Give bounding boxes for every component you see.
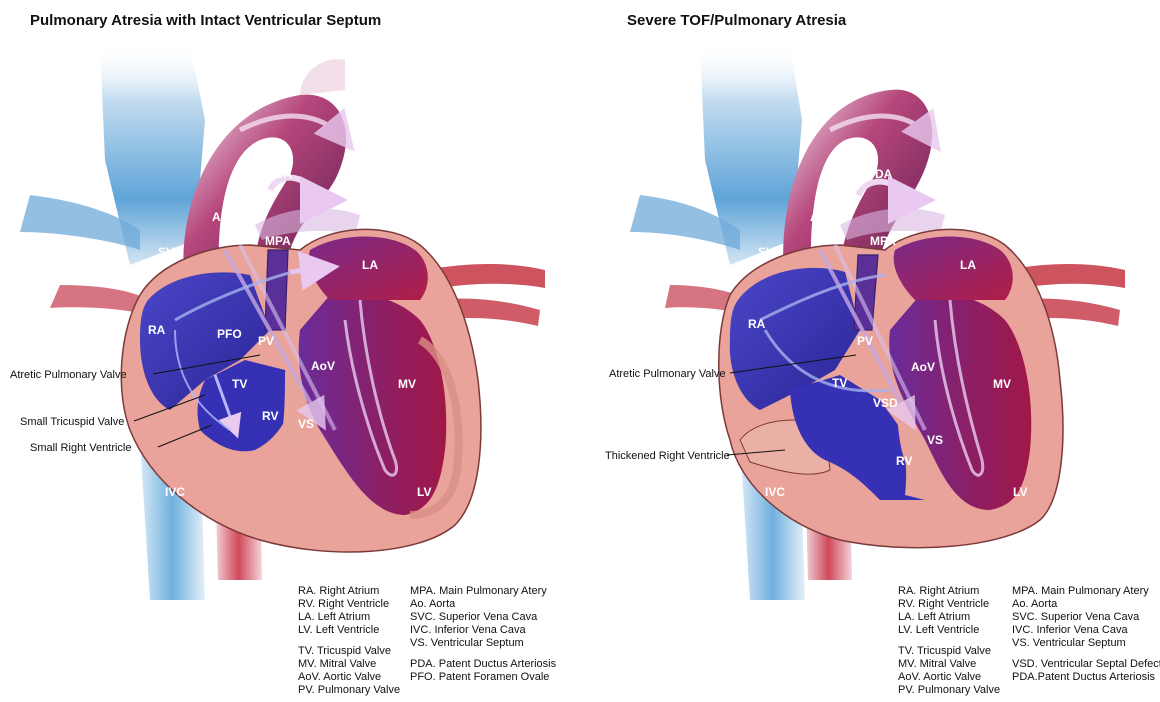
legend-item: TV. Tricuspid Valve <box>898 645 1000 658</box>
label-la: LA <box>960 258 976 272</box>
legend-item: LA. Left Atrium <box>898 611 1000 624</box>
label-pda: PDA <box>867 167 893 181</box>
label-tv: TV <box>832 376 847 390</box>
label-mv: MV <box>398 377 416 391</box>
callout-thickened-right-ventricle: Thickened Right Ventricle <box>605 450 730 462</box>
legend-item: PFO. Patent Foramen Ovale <box>410 671 556 684</box>
label-lv: LV <box>1013 485 1027 499</box>
legend-item: VS. Ventricular Septum <box>410 637 556 650</box>
legend-item: PV. Pulmonary Valve <box>898 684 1000 697</box>
right-panel: Severe TOF/Pulmonary Atresia <box>580 0 1160 702</box>
label-ao: Ao <box>810 210 826 224</box>
callout-small-tricuspid-valve: Small Tricuspid Valve <box>20 416 124 428</box>
label-ivc: IVC <box>765 485 785 499</box>
right-legend-col1: RA. Right Atrium RV. Right Ventricle LA.… <box>898 585 1000 697</box>
label-tv: TV <box>232 377 247 391</box>
label-ao: Ao <box>212 210 228 224</box>
label-mv: MV <box>993 377 1011 391</box>
legend-item: MPA. Main Pulmonary Atery <box>1012 585 1160 598</box>
label-vs: VS <box>298 417 314 431</box>
label-pv: PV <box>258 334 274 348</box>
label-svc: SVC <box>158 245 183 259</box>
legend-item: VS. Ventricular Septum <box>1012 637 1160 650</box>
label-mpa: MPA <box>870 234 896 248</box>
legend-item: IVC. Inferior Vena Cava <box>410 624 556 637</box>
legend-item: MV. Mitral Valve <box>898 658 1000 671</box>
label-lv: LV <box>417 485 431 499</box>
legend-item: LV. Left Ventricle <box>298 624 400 637</box>
legend-item: Ao. Aorta <box>410 598 556 611</box>
legend-item: PDA.Patent Ductus Arteriosis <box>1012 671 1160 684</box>
right-legend-col2: MPA. Main Pulmonary Atery Ao. Aorta SVC.… <box>1012 585 1160 684</box>
label-ra: RA <box>748 317 766 331</box>
legend-item: AoV. Aortic Valve <box>298 671 400 684</box>
legend-item: RA. Right Atrium <box>298 585 400 598</box>
legend-item: SVC. Superior Vena Cava <box>410 611 556 624</box>
label-ivc: IVC <box>165 485 185 499</box>
label-aov: AoV <box>311 359 335 373</box>
callout-atretic-pulmonary-valve: Atretic Pulmonary Valve <box>10 369 127 381</box>
left-panel: Pulmonary Atresia with Intact Ventricula… <box>0 0 580 702</box>
label-la: LA <box>362 258 378 272</box>
left-legend-col1: RA. Right Atrium RV. Right Ventricle LA.… <box>298 585 400 697</box>
label-pda: PDA <box>267 167 293 181</box>
legend-item: AoV. Aortic Valve <box>898 671 1000 684</box>
label-mpa: MPA <box>265 234 291 248</box>
legend-item: RV. Right Ventricle <box>298 598 400 611</box>
legend-item: MV. Mitral Valve <box>298 658 400 671</box>
legend-item: VSD. Ventricular Septal Defect <box>1012 658 1160 671</box>
legend-item: RA. Right Atrium <box>898 585 1000 598</box>
label-ra: RA <box>148 323 166 337</box>
legend-item: TV. Tricuspid Valve <box>298 645 400 658</box>
legend-item: MPA. Main Pulmonary Atery <box>410 585 556 598</box>
label-svc: SVC <box>758 245 783 259</box>
left-legend-col2: MPA. Main Pulmonary Atery Ao. Aorta SVC.… <box>410 585 556 684</box>
label-aov: AoV <box>911 360 935 374</box>
legend-item: SVC. Superior Vena Cava <box>1012 611 1160 624</box>
legend-item: Ao. Aorta <box>1012 598 1160 611</box>
callout-small-right-ventricle: Small Right Ventricle <box>30 442 132 454</box>
label-pv: PV <box>857 334 873 348</box>
legend-item: IVC. Inferior Vena Cava <box>1012 624 1160 637</box>
label-rv: RV <box>896 454 912 468</box>
label-rv: RV <box>262 409 278 423</box>
legend-item: LA. Left Atrium <box>298 611 400 624</box>
label-pfo: PFO <box>217 327 242 341</box>
legend-item: LV. Left Ventricle <box>898 624 1000 637</box>
legend-item: RV. Right Ventricle <box>898 598 1000 611</box>
label-vs: VS <box>927 433 943 447</box>
callout-atretic-pulmonary-valve: Atretic Pulmonary Valve <box>609 368 726 380</box>
legend-item: PDA. Patent Ductus Arteriosis <box>410 658 556 671</box>
label-vsd: VSD <box>873 396 898 410</box>
legend-item: PV. Pulmonary Valve <box>298 684 400 697</box>
